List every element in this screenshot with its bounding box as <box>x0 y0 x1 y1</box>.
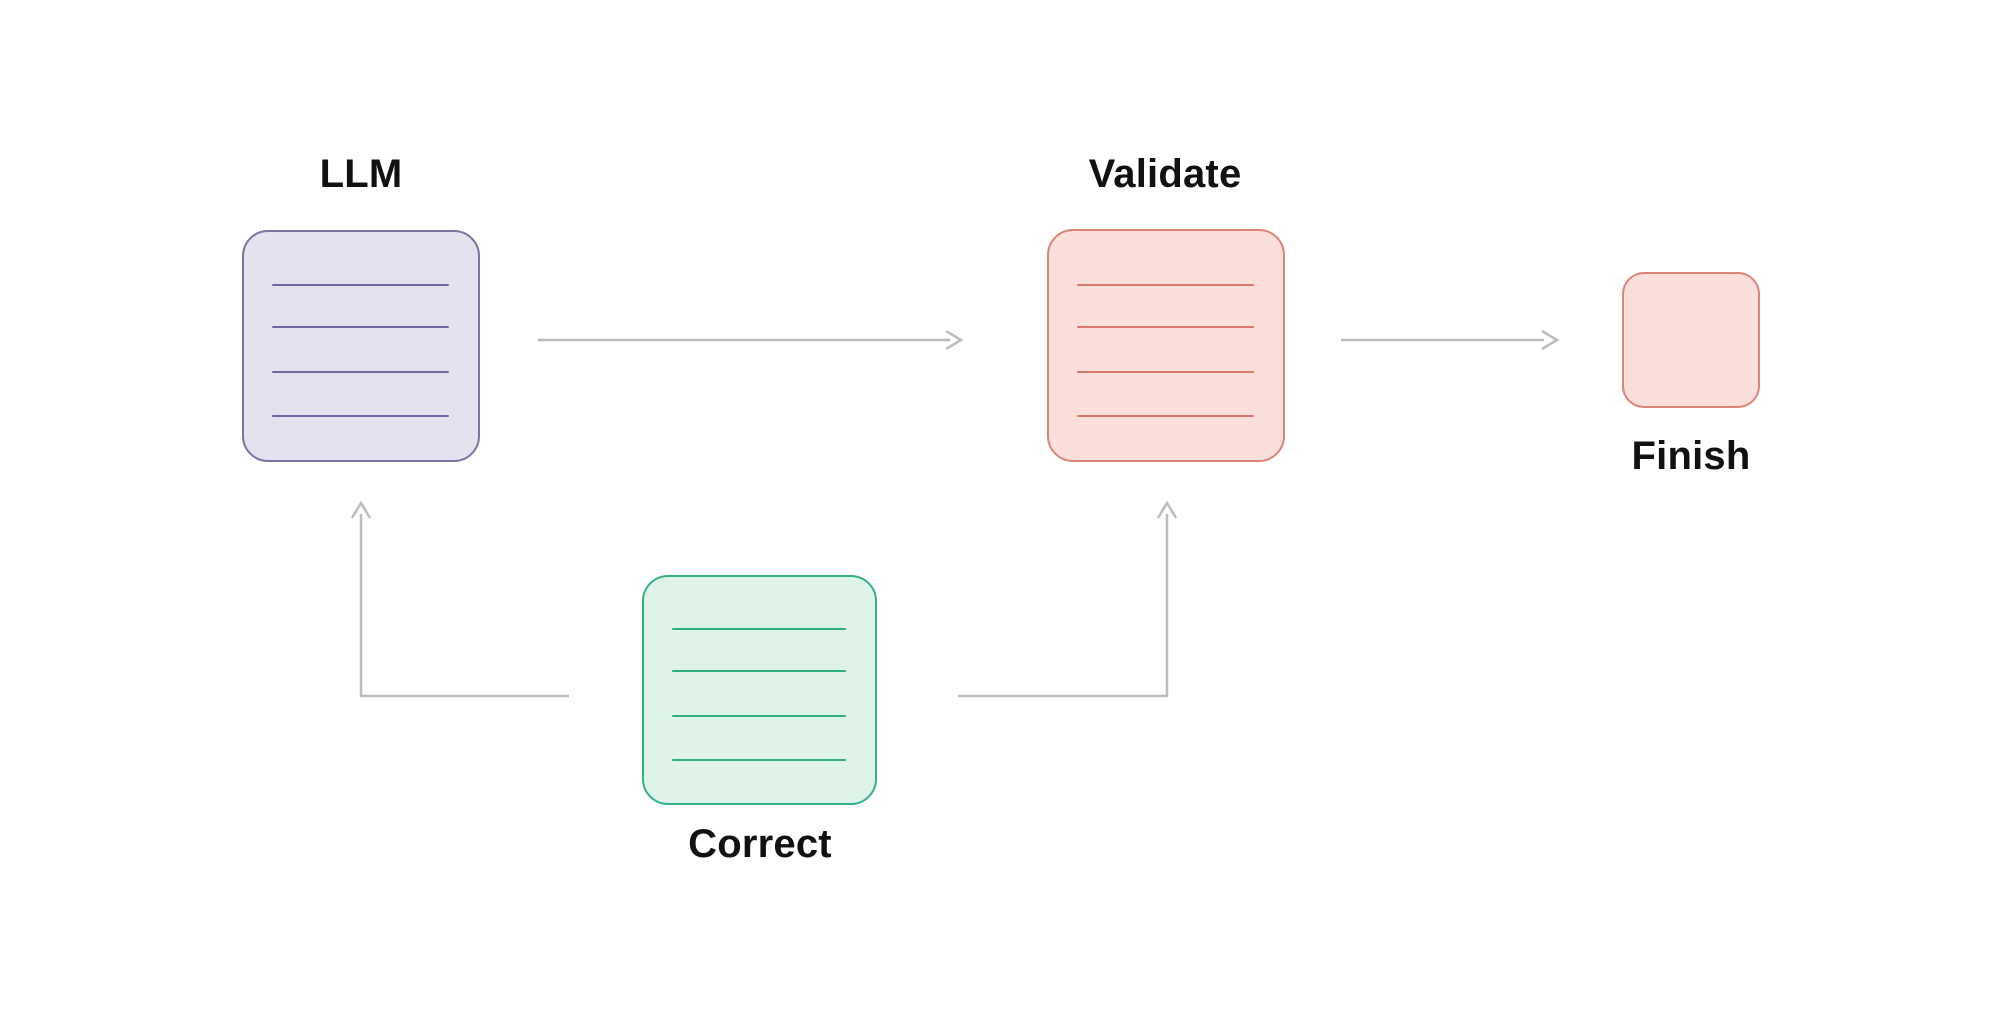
edge-correct-to-validate <box>958 500 1178 698</box>
text-line <box>1077 371 1254 373</box>
node-finish-label: Finish <box>1631 434 1751 478</box>
edge-correct-to-llm <box>350 500 569 698</box>
text-line <box>1077 415 1254 417</box>
text-line <box>272 326 449 328</box>
node-correct <box>642 575 877 805</box>
node-correct-label: Correct <box>688 822 832 866</box>
arrowhead-right-icon <box>945 329 964 351</box>
text-line <box>672 715 846 717</box>
arrowhead-right-icon <box>1541 329 1560 351</box>
node-finish <box>1622 272 1760 408</box>
text-line <box>272 284 449 286</box>
node-llm <box>242 230 480 462</box>
node-validate <box>1047 229 1285 462</box>
text-line <box>272 415 449 417</box>
text-line <box>672 759 846 761</box>
text-line <box>1077 326 1254 328</box>
text-line <box>672 670 846 672</box>
text-line <box>272 371 449 373</box>
arrow-line <box>359 514 569 698</box>
node-validate-label: Validate <box>1088 152 1242 196</box>
arrow-line <box>958 514 1169 698</box>
node-llm-label: LLM <box>319 152 403 196</box>
text-line <box>1077 284 1254 286</box>
arrowhead-up-icon <box>350 500 372 519</box>
edge-validate-to-finish <box>1341 329 1560 351</box>
text-line <box>672 628 846 630</box>
edge-llm-to-validate <box>538 329 964 351</box>
arrowhead-up-icon <box>1156 500 1178 519</box>
